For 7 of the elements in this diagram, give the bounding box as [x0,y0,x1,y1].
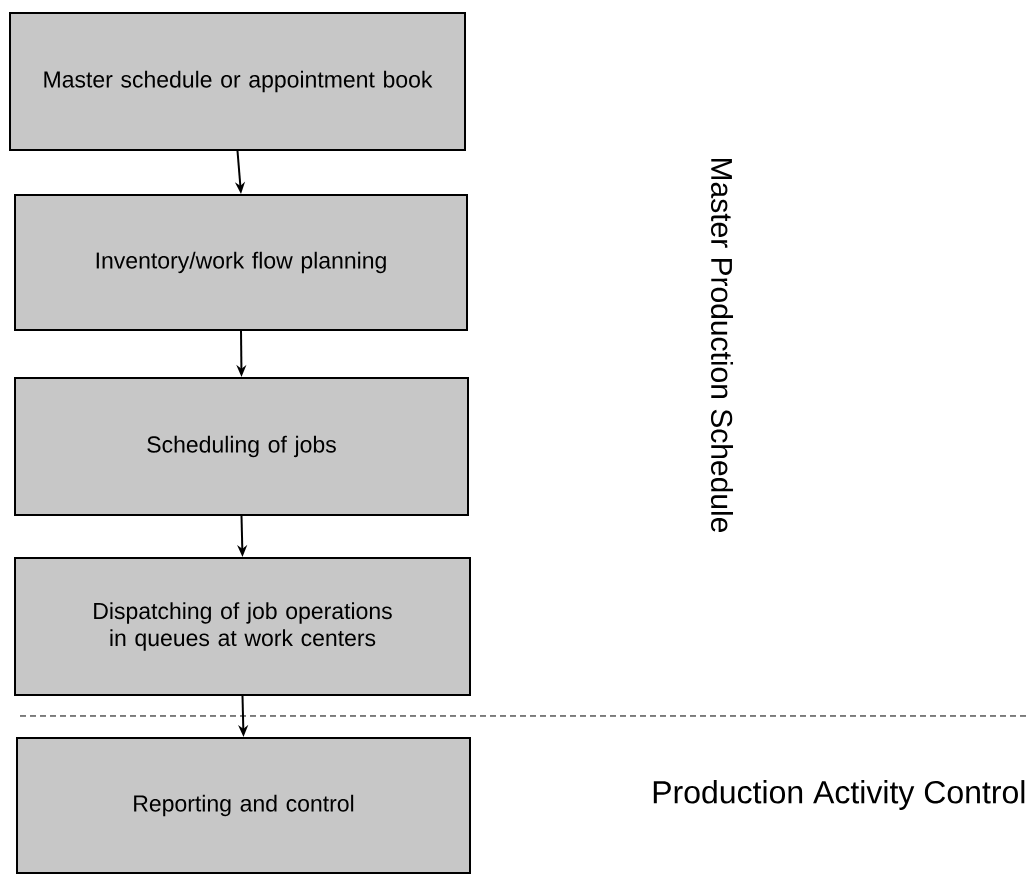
section-label: Production Activity Control [653,780,1025,810]
process-box: Dispatching of job operations in queues at work centers [14,557,471,696]
vertical-label: Master Production Schedule [711,159,733,532]
process-box: Reporting and control [16,737,471,874]
process-box: Master schedule or appointment book [9,12,466,151]
process-box: Inventory/work flow planning [14,194,468,331]
process-box: Scheduling of jobs [14,377,469,516]
